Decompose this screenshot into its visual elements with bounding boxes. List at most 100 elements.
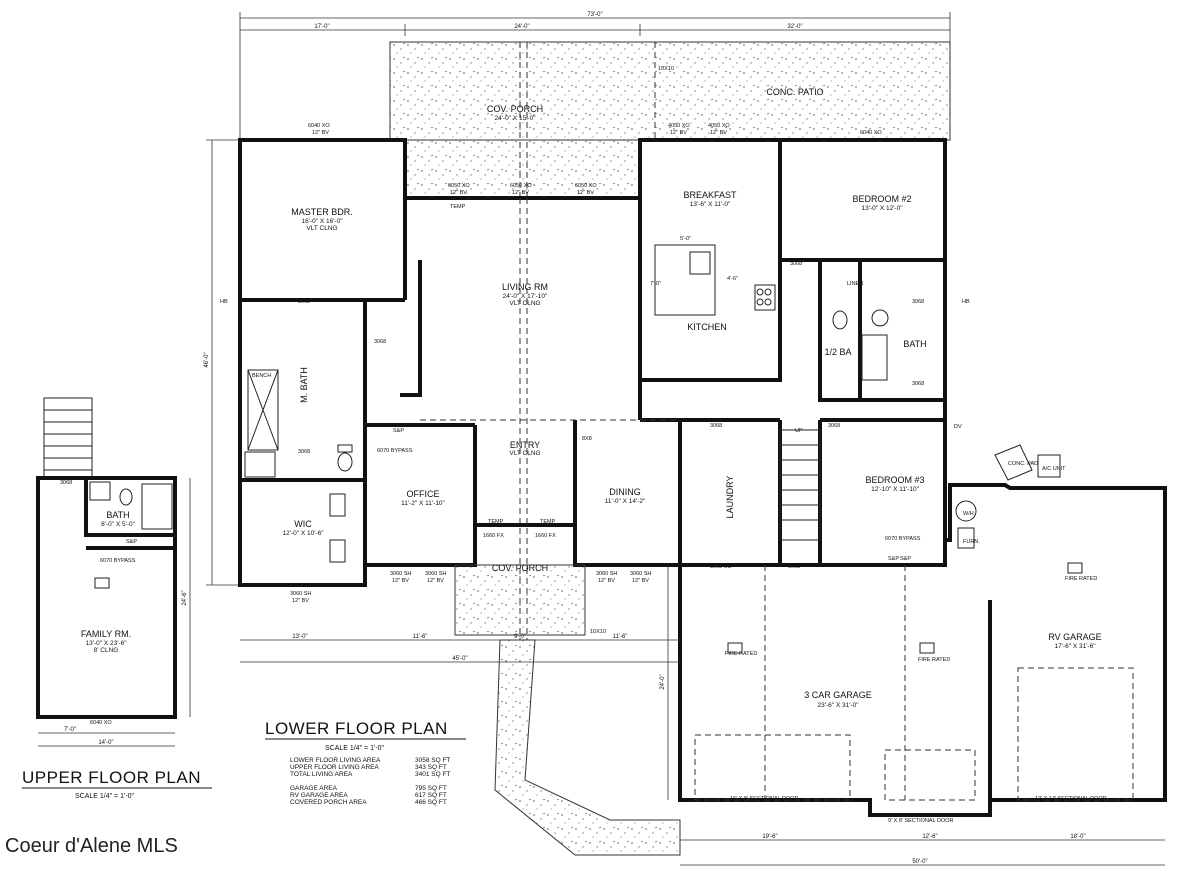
- svg-text:FIRE RATED: FIRE RATED: [918, 657, 950, 663]
- svg-text:3068: 3068: [912, 299, 924, 305]
- garage-door-9x8: [884, 749, 976, 801]
- svg-text:8X8: 8X8: [582, 436, 592, 442]
- svg-text:S&P: S&P: [393, 428, 404, 434]
- svg-text:4'-6": 4'-6": [727, 276, 738, 282]
- svg-text:24'-0" X 17'-10": 24'-0" X 17'-10": [503, 293, 548, 300]
- svg-text:50'-0": 50'-0": [912, 859, 927, 865]
- svg-text:3401 SQ FT: 3401 SQ FT: [415, 771, 450, 778]
- svg-text:12" BV: 12" BV: [292, 598, 309, 604]
- svg-text:11'-6": 11'-6": [613, 634, 628, 640]
- svg-text:18'-0": 18'-0": [1070, 834, 1085, 840]
- svg-text:466 SQ FT: 466 SQ FT: [415, 799, 447, 806]
- watermark: Coeur d'Alene MLS: [5, 835, 178, 857]
- room-office: OFFICE: [407, 489, 440, 499]
- svg-text:HB: HB: [220, 299, 228, 305]
- svg-text:3060 SH: 3060 SH: [425, 571, 446, 577]
- room-bed3: BEDROOM #3: [865, 475, 924, 485]
- dim-top-a: 17'-0": [314, 24, 329, 30]
- small-annotations: BENCH S&P 6070 BYPASS UP W/H FURN. A/C U…: [220, 66, 1107, 824]
- svg-text:3068: 3068: [60, 480, 72, 486]
- svg-text:FIRE RATED: FIRE RATED: [1065, 576, 1097, 582]
- top-dimensions: 73'-0" 17'-0" 24'-0" 32'-0": [239, 12, 951, 140]
- svg-text:3068: 3068: [790, 261, 802, 267]
- svg-text:6040 XO: 6040 XO: [308, 123, 330, 129]
- svg-text:12'-0" X 10'-6": 12'-0" X 10'-6": [282, 530, 324, 537]
- svg-text:3068: 3068: [710, 423, 722, 429]
- room-cov-porch-back-size: 24'-0" X 15'-0": [494, 115, 536, 122]
- svg-text:3068: 3068: [912, 381, 924, 387]
- svg-text:6070 BYPASS: 6070 BYPASS: [885, 536, 921, 542]
- svg-text:10X10: 10X10: [590, 629, 606, 635]
- garage-door-16x8: [694, 734, 851, 801]
- room-labels: MASTER BDR. 16'-0" X 16'-0" VLT CLNG LIV…: [282, 190, 1101, 709]
- room-family: FAMILY RM.: [81, 629, 131, 639]
- interior-walls: [240, 140, 992, 800]
- svg-text:795 SQ FT: 795 SQ FT: [415, 785, 447, 792]
- svg-text:11'-6": 11'-6": [413, 634, 428, 640]
- svg-text:12" BV: 12" BV: [427, 578, 444, 584]
- svg-text:3058 SQ FT: 3058 SQ FT: [415, 757, 450, 764]
- svg-text:19'-6": 19'-6": [762, 834, 777, 840]
- svg-text:3060 SH: 3060 SH: [390, 571, 411, 577]
- svg-text:COVERED PORCH AREA: COVERED PORCH AREA: [290, 799, 367, 806]
- front-porch-slab: [454, 564, 586, 636]
- svg-text:UPPER FLOOR LIVING AREA: UPPER FLOOR LIVING AREA: [290, 764, 380, 771]
- lower-floor-title: LOWER FLOOR PLAN: [265, 719, 448, 738]
- room-master: MASTER BDR.: [291, 207, 353, 217]
- room-kitchen: KITCHEN: [687, 322, 727, 332]
- dim-left-total: 46'-0": [204, 352, 210, 367]
- room-laundry: LAUNDRY: [725, 476, 735, 519]
- svg-text:13'-0" X 23'-6": 13'-0" X 23'-6": [85, 640, 127, 647]
- svg-text:RV GARAGE AREA: RV GARAGE AREA: [290, 792, 348, 799]
- svg-text:12" BV: 12" BV: [392, 578, 409, 584]
- svg-text:45'-0": 45'-0": [452, 656, 467, 662]
- room-m-bath: M. BATH: [299, 367, 309, 403]
- upper-floor-title: UPPER FLOOR PLAN: [22, 768, 201, 787]
- rv-door-12x14: [1017, 667, 1134, 801]
- room-dining: DINING: [609, 487, 641, 497]
- svg-text:TEMP: TEMP: [488, 519, 504, 525]
- kitchen-island: [654, 244, 716, 316]
- svg-text:S&P: S&P: [888, 556, 899, 562]
- svg-text:12' X 14' SECTIONAL DOOR: 12' X 14' SECTIONAL DOOR: [1035, 796, 1107, 802]
- svg-text:16'-0" X 16'-0": 16'-0" X 16'-0": [301, 218, 343, 225]
- svg-text:617 SQ FT: 617 SQ FT: [415, 792, 447, 799]
- svg-text:6040 XO: 6040 XO: [90, 720, 112, 726]
- room-breakfast: BREAKFAST: [683, 190, 737, 200]
- front-dimensions: 13'-0" 11'-6" 9'-0" 11'-6" 45'-0" 24'-0"…: [240, 565, 1165, 866]
- fixtures: [89, 309, 889, 530]
- svg-text:10X10: 10X10: [658, 66, 674, 72]
- svg-text:A/C UNIT: A/C UNIT: [1042, 466, 1066, 472]
- back-patio-slab: [389, 41, 951, 141]
- svg-text:12'-10" X 11'-10": 12'-10" X 11'-10": [871, 486, 920, 493]
- svg-text:LINEN: LINEN: [847, 281, 863, 287]
- svg-text:12" BV: 12" BV: [312, 130, 329, 136]
- svg-text:3068 SC: 3068 SC: [710, 564, 731, 570]
- svg-text:8' CLNG: 8' CLNG: [94, 647, 119, 654]
- svg-text:9'-0": 9'-0": [514, 634, 526, 640]
- svg-text:3068: 3068: [788, 564, 800, 570]
- svg-text:3060 SH: 3060 SH: [630, 571, 651, 577]
- lower-floor-scale: SCALE 1/4" = 1'-0": [325, 745, 385, 752]
- room-bed2: BEDROOM #2: [852, 194, 911, 204]
- left-dimension: 46'-0": [204, 139, 240, 586]
- room-living: LIVING RM: [502, 282, 548, 292]
- svg-text:3068: 3068: [298, 449, 310, 455]
- svg-text:24'-0": 24'-0": [660, 674, 666, 689]
- svg-text:12" BV: 12" BV: [512, 190, 529, 196]
- svg-text:DV: DV: [954, 424, 962, 430]
- svg-text:4050 XO: 4050 XO: [708, 123, 730, 129]
- svg-text:9' X 8' SECTIONAL DOOR: 9' X 8' SECTIONAL DOOR: [888, 818, 953, 824]
- svg-text:BENCH: BENCH: [252, 373, 271, 379]
- svg-text:FIRE RATED: FIRE RATED: [725, 651, 757, 657]
- svg-text:24'-6": 24'-6": [182, 590, 188, 605]
- room-upper-bath: BATH: [106, 510, 129, 520]
- svg-text:HB: HB: [962, 299, 970, 305]
- svg-text:UP: UP: [795, 428, 803, 434]
- exterior-walls: [238, 138, 1167, 817]
- svg-text:FURN.: FURN.: [963, 539, 980, 545]
- area-table: LOWER FLOOR LIVING AREA 3058 SQ FT UPPER…: [290, 757, 450, 806]
- room-bath: BATH: [903, 339, 926, 349]
- svg-text:11'-2" X 11'-10": 11'-2" X 11'-10": [401, 500, 445, 507]
- svg-text:W/H: W/H: [963, 511, 974, 517]
